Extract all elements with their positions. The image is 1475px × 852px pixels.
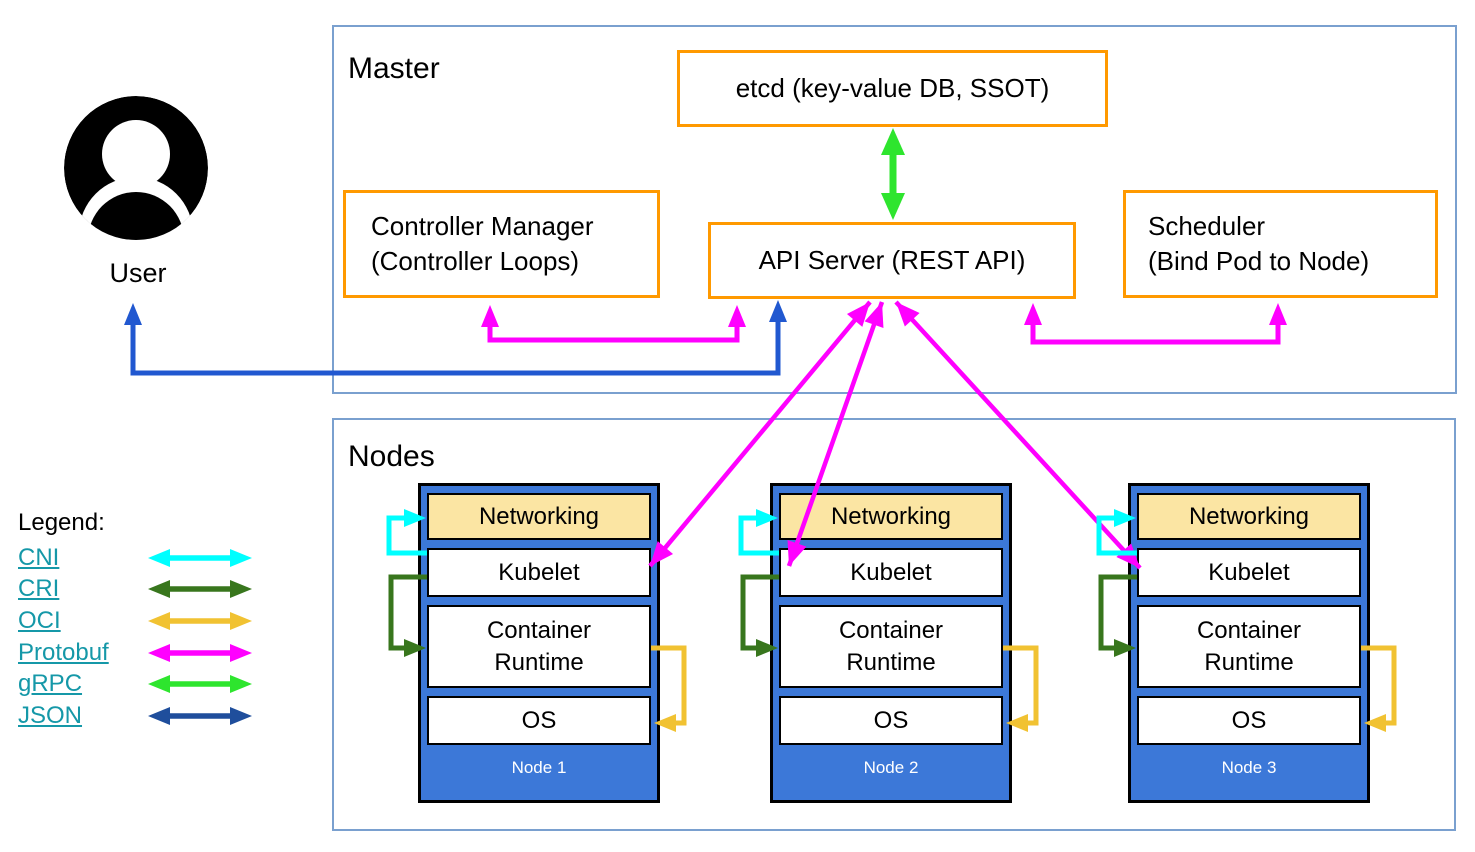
legend-title: Legend: (18, 509, 105, 536)
user-icon (64, 96, 208, 240)
container-runtime-box: Container Runtime (1137, 605, 1361, 688)
api-server-box: API Server (REST API) (708, 222, 1076, 299)
nodes-section (332, 418, 1456, 831)
legend-item-cri: CRI (18, 574, 288, 606)
kubelet-box: Kubelet (427, 548, 651, 597)
scheduler-box: Scheduler (Bind Pod to Node) (1123, 190, 1438, 298)
node-name: Node 2 (863, 758, 919, 777)
kubelet-label: Kubelet (1208, 558, 1290, 586)
node-1: Networking Kubelet Container Runtime OS … (418, 483, 660, 803)
networking-box: Networking (779, 493, 1003, 540)
os-label: OS (1231, 706, 1267, 734)
kubelet-box: Kubelet (1137, 548, 1361, 597)
nodes-label: Nodes (348, 440, 435, 473)
legend-link-grpc[interactable]: gRPC (18, 670, 83, 698)
cri-arrow-sample (148, 580, 252, 599)
container-runtime-label: Container Runtime (1196, 617, 1302, 676)
controller-manager-label: Controller Manager (371, 211, 594, 241)
container-runtime-label: Container Runtime (838, 617, 944, 676)
os-label: OS (521, 706, 557, 734)
legend-item-grpc: gRPC (18, 668, 288, 700)
os-box: OS (427, 696, 651, 745)
node-name: Node 3 (1221, 758, 1277, 777)
oci-arrow-sample (148, 611, 252, 630)
etcd-box: etcd (key-value DB, SSOT) (677, 50, 1108, 127)
legend: Legend: CNI CRI OCI Protobuf gRPC JSON (18, 509, 288, 732)
os-box: OS (1137, 696, 1361, 745)
legend-link-json[interactable]: JSON (18, 701, 83, 729)
legend-item-oci: OCI (18, 605, 288, 637)
os-box: OS (779, 696, 1003, 745)
networking-label: Networking (478, 502, 600, 530)
kubelet-label: Kubelet (498, 558, 580, 586)
networking-box: Networking (1137, 493, 1361, 540)
node-3: Networking Kubelet Container Runtime OS … (1128, 483, 1370, 803)
user-label: User (109, 258, 167, 288)
os-label: OS (873, 706, 909, 734)
networking-label: Networking (830, 502, 952, 530)
node-2: Networking Kubelet Container Runtime OS … (770, 483, 1012, 803)
container-runtime-box: Container Runtime (779, 605, 1003, 688)
etcd-label: etcd (key-value DB, SSOT) (735, 73, 1050, 103)
controller-manager-box: Controller Manager (Controller Loops) (343, 190, 660, 298)
api-server-label: API Server (REST API) (758, 245, 1026, 275)
node-name: Node 1 (511, 758, 567, 777)
cni-arrow-sample (148, 548, 252, 567)
kubelet-label: Kubelet (850, 558, 932, 586)
legend-link-protobuf[interactable]: Protobuf (18, 638, 109, 666)
container-runtime-label: Container Runtime (486, 617, 592, 676)
master-label: Master (348, 52, 440, 85)
container-runtime-box: Container Runtime (427, 605, 651, 688)
scheduler-label: Scheduler (1148, 211, 1266, 241)
networking-label: Networking (1188, 502, 1310, 530)
legend-item-json: JSON (18, 700, 288, 732)
protobuf-arrow-sample (148, 643, 252, 662)
kubelet-box: Kubelet (779, 548, 1003, 597)
legend-item-cni: CNI (18, 542, 288, 574)
json-arrow-sample (148, 706, 252, 725)
networking-box: Networking (427, 493, 651, 540)
legend-link-oci[interactable]: OCI (18, 606, 61, 634)
controller-manager-sublabel: (Controller Loops) (371, 246, 580, 276)
grpc-arrow-sample (148, 675, 252, 694)
legend-item-protobuf: Protobuf (18, 637, 288, 669)
scheduler-sublabel: (Bind Pod to Node) (1148, 246, 1370, 276)
legend-link-cni[interactable]: CNI (18, 543, 60, 571)
legend-link-cri[interactable]: CRI (18, 575, 60, 603)
